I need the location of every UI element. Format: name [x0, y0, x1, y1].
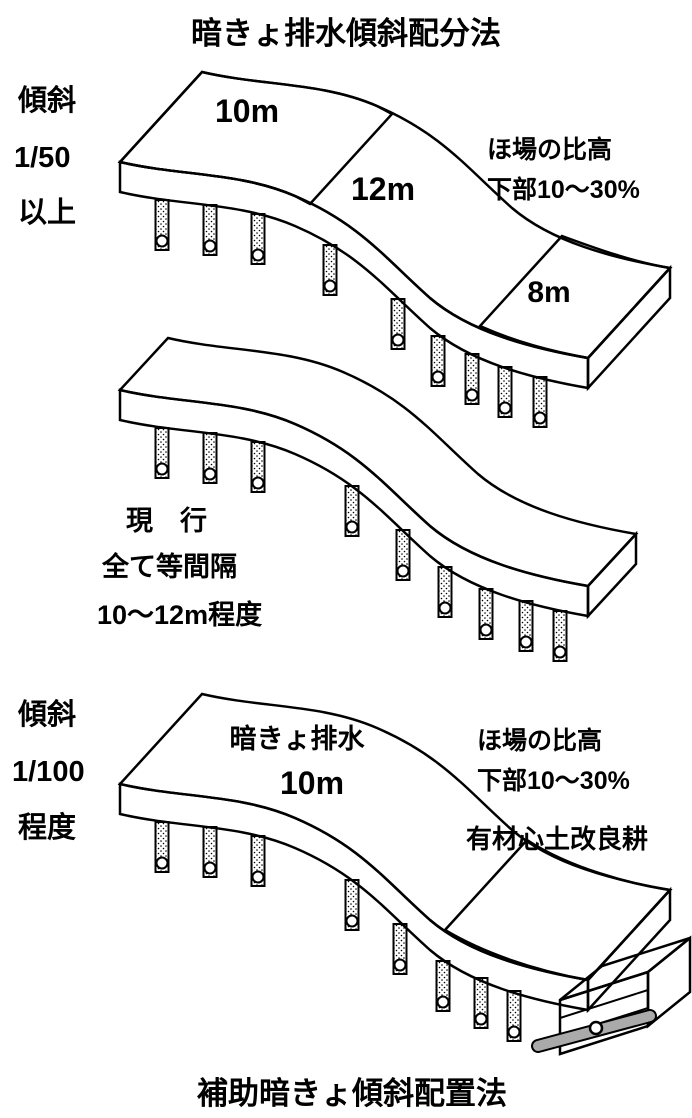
step-face	[586, 886, 672, 1014]
drain-pipe	[532, 376, 548, 428]
drain-pipe	[202, 432, 218, 484]
drain-pipe	[392, 923, 408, 975]
field-right-face	[586, 264, 672, 392]
field-note-line1: ほ場の比高	[487, 135, 612, 164]
drain-pipe	[395, 529, 411, 581]
section-12m-label: 12m	[351, 171, 415, 207]
drain-pipe	[435, 960, 451, 1012]
subsoil-label: 有材心土改良耕	[466, 824, 648, 854]
field-note-line2: 下部10〜30%	[477, 766, 630, 795]
spacing-label: 10m	[280, 765, 344, 801]
drain-pipe	[202, 204, 218, 256]
drain-pipe	[390, 298, 406, 350]
drain-outlet-circle	[588, 1020, 604, 1036]
drain-pipe	[154, 821, 170, 873]
drain-pipe	[506, 990, 522, 1042]
drain-pipe	[344, 485, 360, 537]
slope-label-line3: 以上	[18, 196, 76, 229]
subsoil-section-surface	[443, 838, 673, 982]
current-label-line3: 10〜12m程度	[97, 599, 262, 630]
drain-pipe	[202, 826, 218, 878]
surface-label: 暗きょ排水	[230, 724, 366, 754]
current-label-line2: 全て等間隔	[101, 551, 237, 582]
slope-label-line1: 傾斜	[17, 84, 76, 117]
drain-pipe	[250, 835, 266, 887]
field-note-line1: ほ場の比高	[477, 726, 602, 755]
drain-pipe	[250, 213, 266, 265]
drain-pipe	[250, 441, 266, 493]
slope-label-line3: 程度	[18, 811, 76, 844]
slope-label-line2: 1/50	[14, 142, 70, 174]
field-right-face	[586, 530, 638, 620]
drain-pipe	[478, 588, 494, 640]
drain-pipe	[322, 244, 338, 296]
section-8m-label: 8m	[527, 276, 570, 309]
field-top-surface	[117, 336, 639, 588]
current-label-line1: 現 行	[126, 505, 207, 536]
drain-pipe	[473, 977, 489, 1029]
gentle-slope-diagram: 傾斜 1/100 程度 暗きょ排水 10m ほ場の比高 下部10〜30% 有材心…	[12, 692, 692, 1056]
slope-label-line2: 1/100	[12, 756, 85, 788]
drain-pipe	[552, 610, 568, 662]
drain-pipe	[518, 600, 534, 652]
slope-label-line1: 傾斜	[17, 698, 76, 731]
diagram-title: 暗きょ排水傾斜配分法	[191, 16, 501, 51]
section-10m-label: 10m	[215, 93, 279, 129]
steep-slope-diagram: 傾斜 1/50 以上 10m 12m 8m ほ場の比高 下部10〜30%	[14, 70, 673, 428]
drain-pipe	[464, 353, 480, 405]
current-method-diagram: 現 行 全て等間隔 10〜12m程度	[97, 336, 639, 662]
drain-pipe	[430, 335, 446, 387]
soil-layer-line	[559, 989, 649, 1019]
diagram-caption: 補助暗きょ傾斜配置法	[196, 1076, 507, 1111]
drain-pipe	[497, 366, 513, 418]
drain-pipe	[154, 427, 170, 479]
drain-pipe	[437, 566, 453, 618]
drain-pipe	[344, 879, 360, 931]
field-note-line2: 下部10〜30%	[487, 175, 640, 204]
drain-pipe	[154, 199, 170, 251]
